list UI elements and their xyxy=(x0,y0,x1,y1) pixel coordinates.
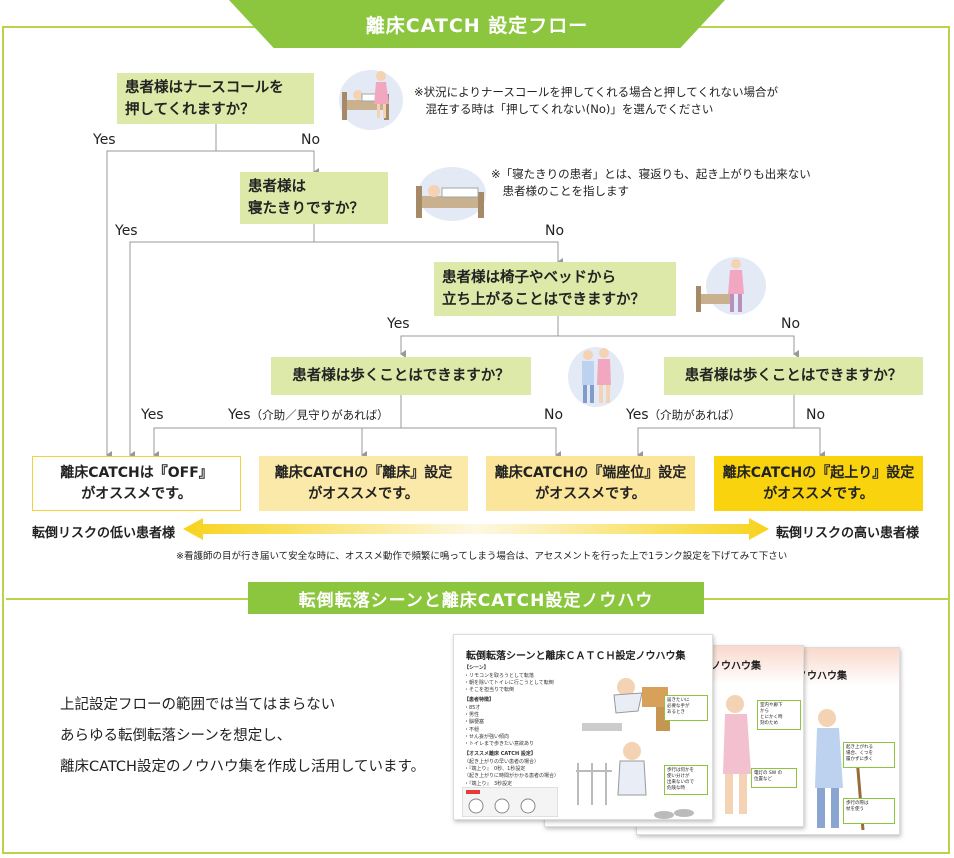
risk-high-label: 転倒リスクの高い患者様 xyxy=(776,526,920,541)
fall-scene-illustration xyxy=(576,678,694,819)
note-nurse-call: ※状況によりナースコールを押してくれる場合と押してくれない場合が 混在する時は「… xyxy=(414,85,778,116)
doc-scene: ・リモコンを取ろうとして転落 ・朝を除いてトイレに行こうとして転倒 ・そこを担当… xyxy=(464,673,554,694)
label-yes-1: Yes xyxy=(93,132,116,148)
walking-assist-illustration xyxy=(568,347,624,407)
doc-bubble-1: 届きたいに 必要な手が あるとき xyxy=(664,695,708,721)
elder-standing-illustration xyxy=(723,695,751,814)
result-okiagari: 離床CATCHの『起上り』設定 がオススメです。 xyxy=(714,456,923,511)
flow-title-banner: 離床CATCH 設定フロー xyxy=(229,0,725,48)
label-yes-assist-watch: Yes（介助／見守りがあれば） xyxy=(228,407,389,423)
risk-scale-arrow xyxy=(183,518,769,540)
doc-bubble-5: 起き上がれる 場合、くつを 履かずに歩く xyxy=(843,742,895,768)
risk-low-label: 転倒リスクの低い患者様 xyxy=(32,526,176,541)
label-yes-3: Yes xyxy=(387,316,410,332)
doc-page-front: 転倒転落シーンと離床ＣＡＴＣＨ設定ノウハウ集 【シーン】 ・リモコンを取ろうとし… xyxy=(453,634,713,820)
section2-banner: 転倒転落シーンと離床CATCH設定ノウハウ xyxy=(248,582,704,614)
doc-scene-label: 【シーン】 xyxy=(464,665,489,671)
doc-bubble-2: 歩行は何かを 使い分けが 出来ないので 危険な時 xyxy=(664,765,708,795)
doc-bubble-6: 歩行の際は 杖を使う xyxy=(843,798,895,824)
question-stand-up: 患者様は椅子やベッドから 立ち上がることはできますか？ xyxy=(434,262,676,316)
doc-bubble-3: 室内や廊下 から とにかく時 刻のため xyxy=(757,700,801,730)
label-yes-assist: Yes（介助があれば） xyxy=(626,407,741,423)
label-no-5: No xyxy=(806,407,826,423)
result-tanza: 離床CATCHの『端座位』設定 がオススメです。 xyxy=(486,456,695,511)
doc-patient: ・85才 ・男性 ・脳梗塞 ・不穏 ・せん妄が強い傾向 ・トイレまで歩きたい意欲… xyxy=(464,705,535,748)
doc-bubble-4: 電灯の SW の 位置など xyxy=(751,768,797,788)
label-no-3: No xyxy=(781,316,801,332)
label-no-2: No xyxy=(545,223,565,239)
doc-setting-label: 【オススメ離床 CATCH 設定】 xyxy=(464,751,536,757)
section2-title: 転倒転落シーンと離床CATCH設定ノウハウ xyxy=(298,590,654,611)
stand-up-illustration xyxy=(696,257,766,315)
section2-description: 上記設定フローの範囲では当てはまらない あらゆる転倒転落シーンを想定し、 離床C… xyxy=(60,697,426,775)
nurse-bed-illustration xyxy=(339,70,403,130)
bedridden-illustration xyxy=(416,167,486,221)
note-bedridden: ※「寝たきりの患者」とは、寝返りも、起き上がりも出来ない 患者様のことを指します xyxy=(491,167,811,198)
question-walk-right: 患者様は歩くことはできますか？ xyxy=(664,357,923,395)
question-walk-left: 患者様は歩くことはできますか？ xyxy=(271,357,531,395)
doc-middle-title: ノウハウ集 xyxy=(711,661,761,672)
doc-front-title: 転倒転落シーンと離床ＣＡＴＣＨ設定ノウハウ集 xyxy=(466,651,686,662)
label-yes-2: Yes xyxy=(115,223,138,239)
controller-panel-illustration xyxy=(462,787,558,817)
doc-back-title: ノウハウ集 xyxy=(797,671,847,682)
result-off: 離床CATCHは『OFF』 がオススメです。 xyxy=(32,456,241,511)
flow-title: 離床CATCH 設定フロー xyxy=(365,14,589,37)
label-no-1: No xyxy=(301,132,321,148)
doc-patient-label: 【患者特徴】 xyxy=(464,697,495,703)
result-rishou: 離床CATCHの『離床』設定 がオススメです。 xyxy=(259,456,468,511)
label-no-4: No xyxy=(544,407,564,423)
label-yes-4: Yes xyxy=(141,407,164,423)
flow-connectors xyxy=(106,124,825,459)
doc-setting: （起き上がりの早い患者の場合） ・『端上り』 0秒、1秒設定 （起き上がりに時間… xyxy=(464,759,560,787)
footnote: ※看護師の目が行き届いて安全な時に、オススメ動作で頻繁に鳴ってしまう場合は、アセ… xyxy=(176,551,788,562)
question-nurse-call: 患者様はナースコールを 押してくれますか？ xyxy=(117,73,314,124)
question-bedridden: 患者様は 寝たきりですか？ xyxy=(240,172,388,224)
